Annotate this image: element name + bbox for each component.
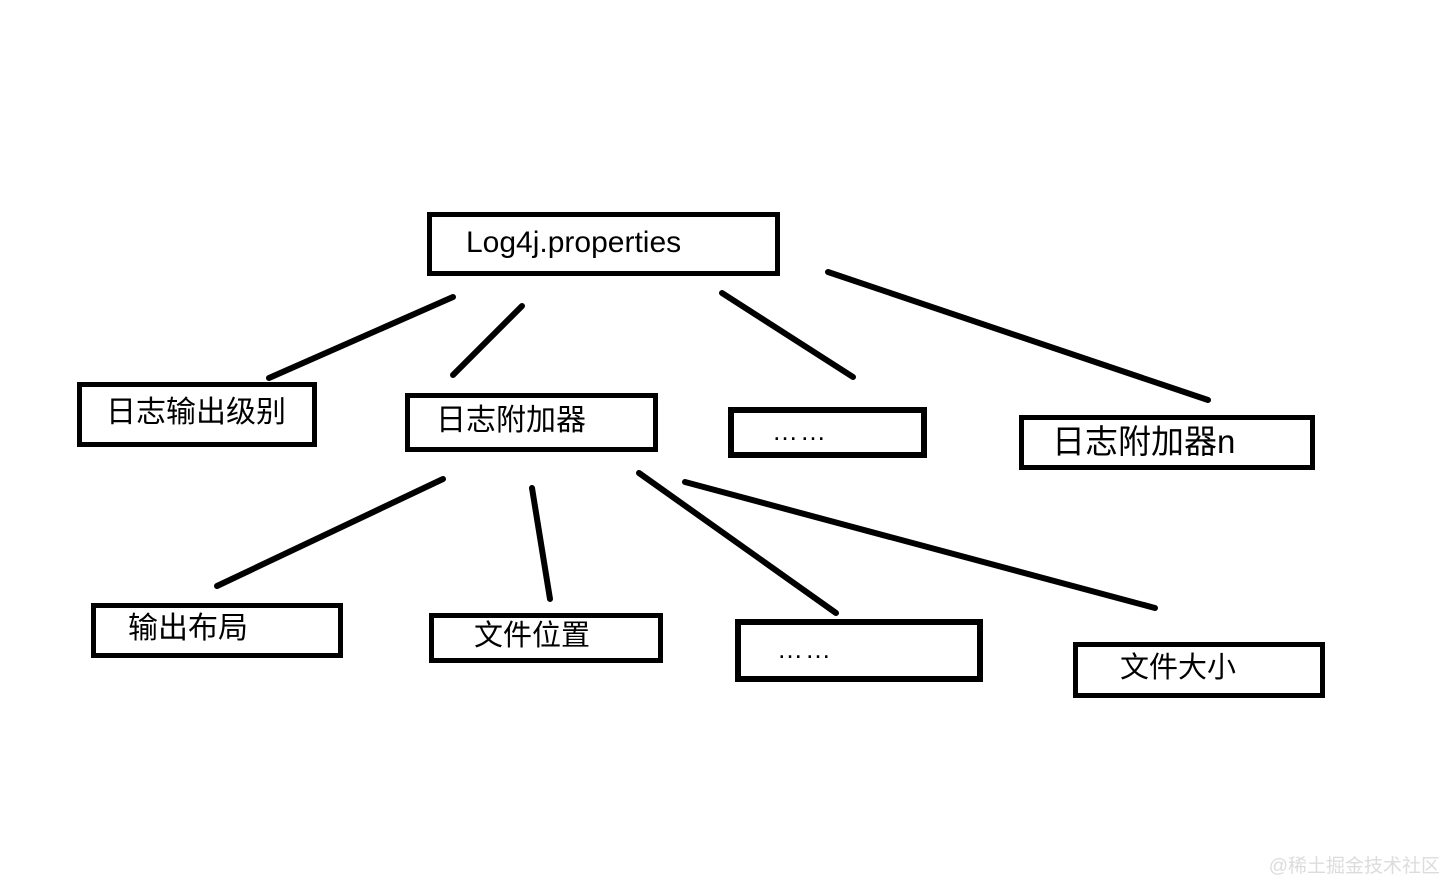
edge-appender-prop-ellipsis [636, 470, 839, 616]
edge-appender-file-size [682, 479, 1158, 611]
node-appender: 日志附加器 [405, 393, 658, 452]
watermark: @稀土掘金技术社区 [1268, 856, 1440, 877]
node-appender-n: 日志附加器n [1019, 415, 1315, 470]
node-prop-ellipsis-label: …… [777, 634, 833, 664]
node-file-size: 文件大小 [1073, 642, 1325, 698]
node-appender-label: 日志附加器 [436, 404, 586, 437]
node-output-layout-label: 输出布局 [128, 612, 248, 645]
node-file-location-label: 文件位置 [474, 620, 591, 652]
node-appender-ellipsis-label: …… [772, 416, 828, 446]
edge-appender-file-location [529, 485, 553, 602]
node-file-location: 文件位置 [429, 613, 663, 663]
node-log-level: 日志输出级别 [77, 382, 317, 447]
edge-appender-output-layout [214, 476, 446, 589]
node-log-level-label: 日志输出级别 [106, 396, 286, 429]
edge-root-log-level [266, 294, 456, 381]
edge-root-appender-ellipsis [719, 290, 856, 380]
node-appender-ellipsis: …… [728, 407, 927, 458]
node-output-layout: 输出布局 [91, 603, 343, 658]
node-root-label: Log4j.properties [466, 225, 682, 259]
node-prop-ellipsis: …… [735, 619, 983, 682]
edge-root-appender-n [825, 269, 1211, 403]
node-root: Log4j.properties [427, 212, 780, 276]
node-appender-n-label: 日志附加器n [1052, 422, 1236, 460]
edge-root-appender [450, 303, 525, 378]
node-file-size-label: 文件大小 [1120, 652, 1237, 684]
